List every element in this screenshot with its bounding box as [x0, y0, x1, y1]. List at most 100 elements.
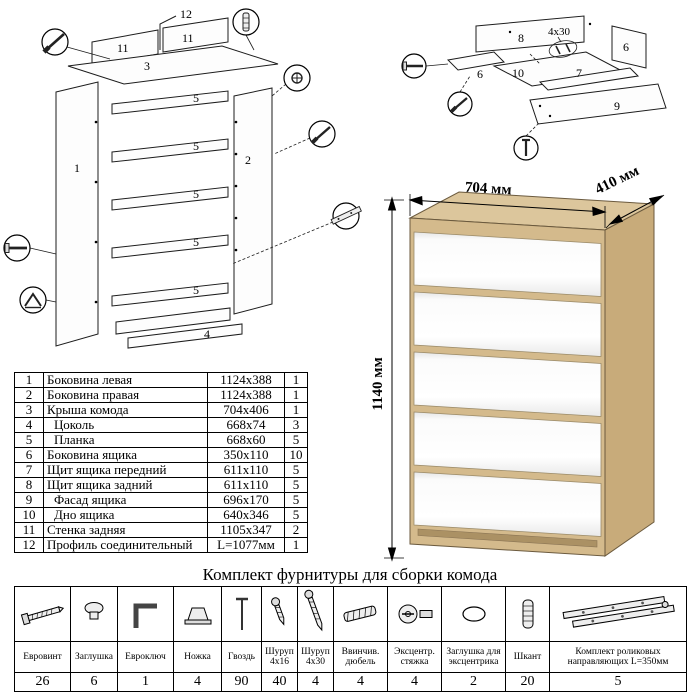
part-label-5b: 5: [193, 139, 199, 153]
part-number: 1: [14, 372, 44, 388]
drawer-back-panel: [475, 15, 585, 53]
part-name: Щит ящика задний: [43, 477, 208, 493]
part-label-2: 2: [245, 153, 251, 167]
table-row: 5 Планка 668x60 5: [14, 432, 308, 448]
plinth: [417, 528, 598, 548]
drawer-side-left: [446, 51, 506, 71]
part-number: 5: [14, 432, 44, 448]
euroscrew-icon: [4, 243, 27, 253]
part-name: Цоколь: [43, 417, 208, 433]
part-label-6b: 6: [623, 40, 629, 54]
hardware-names-row: Евровинт Заглушка Евроключ Ножка Гвоздь …: [14, 641, 687, 673]
hardware-name: Гвоздь: [221, 641, 262, 673]
cam-lock-icon: [387, 586, 442, 642]
part-label-7: 7: [576, 66, 582, 80]
part-size: L=1077мм: [207, 537, 285, 553]
drawer-front-5: [413, 471, 602, 537]
part-size: 640x346: [207, 507, 285, 523]
euroscrew-icon: [14, 586, 71, 642]
part-label-5d: 5: [193, 235, 199, 249]
hardware-qty: 4: [387, 672, 442, 692]
foot-icon: [173, 586, 222, 642]
hardware-qty: 90: [221, 672, 262, 692]
hardware-qty: 1: [117, 672, 174, 692]
screw-icon: [310, 126, 331, 145]
drawer-assembly-diagram: 8 4x30 6 6 10 7 9: [401, 15, 667, 161]
euroscrew-icon: [402, 61, 423, 71]
nail-icon: [221, 586, 262, 642]
part-size: 611x110: [207, 477, 285, 493]
height-dim-label: 1140 мм: [370, 357, 386, 410]
table-row: 10 Дно ящика 640x346 5: [14, 507, 308, 523]
screw-note-group: [548, 36, 578, 58]
hardware-name: Ножка: [173, 641, 222, 673]
hardware-name: Ввинчив. дюбель: [333, 641, 388, 673]
part-label-8: 8: [518, 31, 524, 45]
hardware-qty: 26: [14, 672, 71, 692]
table-row: 8 Щит ящика задний 611x110 5: [14, 477, 308, 493]
table-row: 4 Цоколь 668x74 3: [14, 417, 308, 433]
part-number: 12: [14, 537, 44, 553]
part-label-4: 4: [204, 327, 210, 341]
part-number: 2: [14, 387, 44, 403]
drawer-front-4: [413, 411, 602, 477]
part-size: 350x110: [207, 447, 285, 463]
part-name: Фасад ящика: [43, 492, 208, 508]
hardware-kit-title: Комплект фурнитуры для сборки комода: [202, 565, 498, 584]
hardware-name: Шкант: [505, 641, 550, 673]
part-qty: 1: [284, 387, 308, 403]
screw-size-note: 4x30: [548, 26, 571, 38]
part-number: 6: [14, 447, 44, 463]
part-label-3: 3: [144, 59, 150, 73]
part-qty: 3: [284, 417, 308, 433]
rail-1: [111, 90, 229, 115]
left-side-panel: [55, 81, 99, 347]
rail-5: [111, 282, 229, 307]
part-number: 8: [14, 477, 44, 493]
table-row: 2 Боковина правая 1124x388 1: [14, 387, 308, 403]
depth-dim-label: 410 мм: [593, 163, 642, 198]
table-row: 3 Крыша комода 704x406 1: [14, 402, 308, 418]
part-name: Профиль соединительный: [43, 537, 208, 553]
screw-short-icon: [261, 586, 298, 642]
hardware-qty: 4: [333, 672, 388, 692]
bracket-foot-icon: [24, 292, 42, 309]
exploded-view-diagram: 12 11 11 3 1 2 5 5 5 5 5 4: [3, 7, 362, 349]
width-dimension: [408, 194, 607, 228]
cam-bolt-icon: [291, 72, 303, 84]
hardware-qty: 4: [173, 672, 222, 692]
table-row: 7 Щит ящика передний 611x110 5: [14, 462, 308, 478]
hardware-qty: 40: [261, 672, 298, 692]
part-size: 668x74: [207, 417, 285, 433]
drawer-front-board: [538, 67, 640, 91]
part-label-11b: 11: [182, 31, 194, 45]
part-number: 4: [14, 417, 44, 433]
plinth-strip-2: [127, 323, 243, 349]
table-row: 11 Стенка задняя 1105x347 2: [14, 522, 308, 538]
hardware-name: Комплект роликовых направляющих L=350мм: [549, 641, 687, 673]
screw-dowel-icon: [333, 586, 388, 642]
part-label-5a: 5: [193, 91, 199, 105]
part-number: 7: [14, 462, 44, 478]
hardware-name: Шуруп 4x30: [297, 641, 334, 673]
profile-leader-line: [159, 15, 177, 50]
part-size: 1105x347: [207, 522, 285, 538]
hardware-name: Заглушка для эксцентрика: [441, 641, 506, 673]
right-side-panel: [233, 87, 273, 315]
part-qty: 1: [284, 372, 308, 388]
drawer-slides-icon: [549, 586, 687, 642]
part-size: 1124x388: [207, 387, 285, 403]
screw-icon: [522, 138, 530, 156]
part-label-11a: 11: [117, 41, 129, 55]
top-panel: [67, 45, 279, 85]
leader-lines: [425, 53, 541, 137]
dresser-3d-view: 1140 мм 704 мм 410 мм: [370, 163, 665, 562]
height-dimension: [384, 196, 404, 562]
part-label-9: 9: [614, 99, 620, 113]
part-name: Крыша комода: [43, 402, 208, 418]
drill-holes: [508, 22, 592, 118]
drawer-front-2: [413, 291, 602, 357]
hardware-qty: 6: [70, 672, 118, 692]
roller-guide-icon: [330, 205, 362, 225]
